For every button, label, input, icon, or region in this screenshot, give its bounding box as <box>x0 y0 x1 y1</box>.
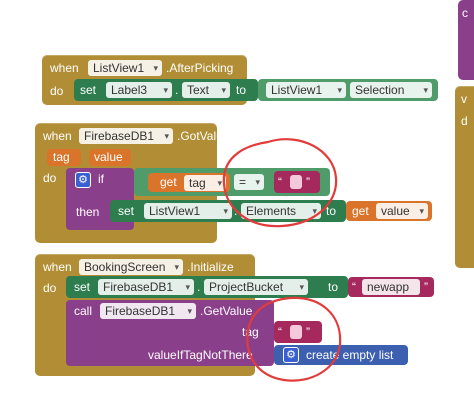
param-value-label: value <box>94 150 123 164</box>
param-value[interactable]: value <box>89 149 131 166</box>
gear-icon[interactable]: ⚙ <box>283 347 299 363</box>
event-name: .AfterPicking <box>166 61 234 75</box>
set-listview1-elements-block[interactable]: set ListView1 . Elements to <box>110 200 346 222</box>
set-firebase-projectbucket-block[interactable]: set FirebaseDB1 . ProjectBucket to <box>66 276 348 298</box>
to-label: to <box>236 83 247 97</box>
variable-dropdown-tag[interactable]: tag <box>184 175 226 191</box>
component-dropdown-bookingscreen[interactable]: BookingScreen <box>79 259 183 275</box>
param-tag[interactable]: tag <box>47 149 81 166</box>
do-label: do <box>43 171 57 185</box>
source-dropdown-listview1[interactable]: ListView1 <box>266 82 346 98</box>
empty-text-block[interactable]: “ ” <box>274 171 320 193</box>
target-dropdown-label3[interactable]: Label3 <box>106 82 172 98</box>
text-close-quote: ” <box>306 175 310 189</box>
target-dropdown-listview1[interactable]: ListView1 <box>144 203 232 219</box>
set-label: set <box>80 83 97 97</box>
target-dropdown-firebasedb1[interactable]: FirebaseDB1 <box>98 279 194 295</box>
create-empty-list-block[interactable]: ⚙ create empty list <box>274 345 408 365</box>
text-input-newapp[interactable]: newapp <box>362 279 420 295</box>
prop-dot: . <box>234 204 238 218</box>
operator-dropdown-equals[interactable]: = <box>234 174 264 190</box>
do-label: do <box>43 281 57 295</box>
offscreen-block-mid-label-1: v <box>461 92 467 106</box>
offscreen-block-top-label: c <box>462 6 468 20</box>
call-firebase-getvalue-block[interactable]: call FirebaseDB1 .GetValue tag valueIfTa… <box>66 300 274 366</box>
call-label: call <box>74 304 93 318</box>
prop-dot: . <box>197 280 201 294</box>
arg-tag-label: tag <box>242 325 259 339</box>
text-block-newapp[interactable]: “ newapp ” <box>348 277 434 297</box>
call-component-dropdown-firebasedb1[interactable]: FirebaseDB1 <box>100 303 196 319</box>
property-dropdown-projectbucket[interactable]: ProjectBucket <box>204 279 308 295</box>
set-label: set <box>118 204 135 218</box>
when-label: when <box>50 61 79 75</box>
get-listview1-selection-block[interactable]: ListView1 Selection <box>258 79 438 101</box>
create-empty-list-label: create empty list <box>306 348 394 362</box>
property-dropdown-elements[interactable]: Elements <box>241 203 321 219</box>
text-open-quote: “ <box>352 280 356 294</box>
component-dropdown-listview1[interactable]: ListView1 <box>88 60 162 76</box>
get-label: get <box>160 175 177 189</box>
text-input-empty[interactable] <box>290 175 302 189</box>
event-name: .Initialize <box>187 260 234 274</box>
when-label: when <box>43 260 72 274</box>
compare-block[interactable]: get tag = “ ” <box>134 168 330 196</box>
source-property-dropdown-selection[interactable]: Selection <box>350 82 432 98</box>
empty-text-block-tag[interactable]: “ ” <box>274 321 322 343</box>
component-dropdown-firebasedb1[interactable]: FirebaseDB1 <box>79 128 173 144</box>
set-label3-text-block[interactable]: set Label3 . Text to <box>74 79 258 101</box>
get-label: get <box>352 204 369 218</box>
do-label: do <box>50 84 64 98</box>
text-close-quote: ” <box>424 280 428 294</box>
to-label: to <box>328 280 339 294</box>
set-label: set <box>74 280 91 294</box>
if-label: if <box>98 172 104 186</box>
gear-icon[interactable]: ⚙ <box>75 172 91 188</box>
offscreen-block-mid[interactable]: v d <box>455 86 474 268</box>
call-method-name: .GetValue <box>200 304 253 318</box>
variable-dropdown-value[interactable]: value <box>376 203 428 219</box>
text-close-quote: ” <box>306 325 310 339</box>
param-tag-label: tag <box>53 150 70 164</box>
text-open-quote: “ <box>278 325 282 339</box>
then-label: then <box>76 205 100 219</box>
get-value-block[interactable]: get value <box>346 201 432 221</box>
text-open-quote: “ <box>278 175 282 189</box>
property-dropdown-text[interactable]: Text <box>182 82 230 98</box>
text-input-empty[interactable] <box>290 325 302 339</box>
event-name: .GotValue <box>177 129 230 143</box>
prop-dot: . <box>175 83 179 97</box>
arg-default-label: valueIfTagNotThere <box>148 348 253 362</box>
get-tag-block[interactable]: get tag <box>148 173 230 192</box>
offscreen-block-top[interactable]: c <box>458 0 474 80</box>
to-label: to <box>326 204 337 218</box>
offscreen-block-mid-label-2: d <box>461 114 468 128</box>
when-label: when <box>43 129 72 143</box>
